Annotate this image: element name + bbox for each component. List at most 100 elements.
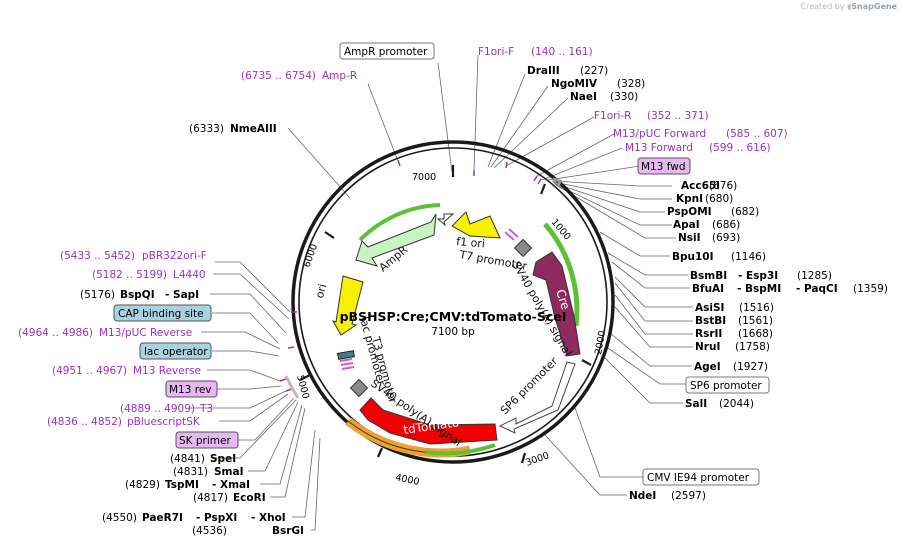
primer-m13puc-rev-range: (4964 .. 4986)	[18, 327, 93, 339]
enzyme-draiii: DraIII	[527, 65, 560, 77]
enzyme-sapi: - SapI	[165, 289, 199, 301]
primer-m13-rev-range: (4951 .. 4967)	[52, 365, 127, 377]
snapgene-credit: Created by ◖SnapGene	[801, 2, 897, 11]
primer-pbluescript-name: pBluescriptSK	[127, 416, 201, 428]
enzyme-nmeaiii: NmeAIII	[230, 123, 277, 135]
enzyme-xmai: - XmaI	[212, 479, 250, 491]
enzyme-draiii-pos: (227)	[580, 65, 608, 77]
enzyme-acc65i-pos: (676)	[709, 180, 737, 192]
enzyme-bsrgi: BsrGI	[272, 525, 304, 537]
box-m13-fwd: M13 fwd	[641, 161, 686, 173]
enzyme-spei: SpeI	[210, 453, 236, 465]
primer-m13puc-fwd-name: M13/pUC Forward	[613, 128, 706, 140]
enzyme-paqci: - PaqCI	[796, 283, 838, 295]
cre-gc-arc	[543, 222, 580, 327]
primer-m13-fwd-name: M13 Forward	[625, 142, 693, 154]
box-sp6-promoter: SP6 promoter	[690, 380, 762, 392]
enzyme-ngomiv-pos: (328)	[617, 78, 645, 90]
primer-f1ori-f-name: F1ori-F	[478, 46, 514, 58]
enzyme-paer7i: PaeR7I	[142, 512, 183, 524]
primer-t3-range: (4889 .. 4909)	[120, 403, 195, 415]
feature-cre-label: Cre	[553, 288, 573, 312]
enzyme-paer7i-pos: (4550)	[102, 512, 137, 524]
primer-m13-fwd-range: (599 .. 616)	[709, 142, 771, 154]
enzyme-asisi: AsiSI	[695, 302, 724, 314]
tick-7000: 7000	[412, 172, 436, 183]
primer-pbr322-range: (5433 .. 5452)	[60, 250, 135, 262]
plasmid-size: 7100 bp	[431, 326, 475, 338]
feature-ori-label: ori	[313, 282, 329, 299]
box-ampr-promoter: AmpR promoter	[344, 46, 428, 58]
enzyme-rsrii-pos: (1668)	[738, 328, 773, 340]
enzyme-agei: AgeI	[694, 361, 721, 373]
primer-amp-r-name: Amp-R	[322, 70, 357, 82]
enzyme-pspomi-pos: (682)	[731, 206, 759, 218]
enzyme-bstbi: BstBI	[695, 315, 726, 327]
sp6-gc-arc	[424, 443, 496, 456]
credit-brand: SnapGene	[851, 2, 897, 11]
ampr-arrow	[355, 213, 437, 267]
enzyme-acc65i: Acc65I	[681, 180, 720, 192]
enzyme-rsrii: RsrII	[695, 328, 722, 340]
enzyme-bsrgi-pos: (4536)	[192, 525, 227, 537]
enzyme-smai-pos: (4831)	[173, 466, 208, 478]
ori-arrow	[331, 275, 364, 336]
enzyme-sali-pos: (2044)	[719, 398, 754, 410]
box-sk-primer: SK primer	[179, 435, 231, 447]
enzyme-nsii: NsiI	[678, 232, 701, 244]
enzyme-nrui-pos: (1758)	[735, 341, 770, 353]
enzyme-nrui: NruI	[695, 341, 720, 353]
cre-arrow	[532, 251, 581, 357]
enzyme-pspxi: - PspXI	[196, 512, 237, 524]
enzyme-spei-pos: (4841)	[170, 453, 205, 465]
tick-4000: 4000	[394, 472, 420, 488]
tdtomato-arrow	[359, 397, 498, 445]
sv40-polyA-bottom-mark	[349, 378, 369, 398]
box-cmv-ie94: CMV IE94 promoter	[647, 472, 750, 484]
enzyme-bspqi-pos: (5176)	[80, 289, 115, 301]
primer-amp-r-range: (6735 .. 6754)	[241, 70, 316, 82]
sv40-polyA-top-mark	[513, 238, 533, 258]
feature-f1-ori-label: f1 ori	[456, 235, 486, 250]
enzyme-bfuai-pos: (1359)	[853, 283, 888, 295]
enzyme-apai: ApaI	[673, 219, 700, 231]
enzyme-xhoi: - XhoI	[251, 512, 286, 524]
box-lac-operator: lac operator	[144, 346, 208, 358]
lac-promoter-mark	[337, 350, 355, 360]
primer-pbluescript-range: (4836 .. 4852)	[47, 416, 122, 428]
leader-lines	[189, 54, 693, 531]
box-cap-binding-site: CAP binding site	[118, 308, 204, 320]
features	[279, 159, 581, 458]
primer-f1ori-r-range: (352 .. 371)	[647, 110, 709, 122]
ampr-gc-arc	[358, 203, 441, 242]
primer-m13-rev-name: M13 Reverse	[133, 365, 201, 377]
f1-ori-arrow	[451, 211, 501, 239]
box-m13-rev: M13 rev	[169, 384, 212, 396]
enzyme-bsmbi-pos: (1285)	[797, 270, 832, 282]
enzyme-bspqi: BspQI	[120, 289, 155, 301]
enzyme-ndei: NdeI	[629, 490, 656, 502]
enzyme-ndei-pos: (2597)	[671, 490, 706, 502]
cmv-promoter-arrow	[498, 361, 576, 434]
enzyme-bspmi: - BspMI	[737, 283, 781, 295]
boxed-labels: AmpR promoter M13 fwd SP6 promoter CMV I…	[113, 42, 770, 486]
enzyme-ecori-pos: (4817)	[193, 492, 228, 504]
enzyme-bpu10i-pos: (1146)	[731, 251, 766, 263]
enzyme-nsii-pos: (693)	[712, 232, 740, 244]
primer-marks-left	[339, 358, 355, 370]
primer-t3-name: T3	[199, 403, 213, 415]
enzyme-apai-pos: (686)	[712, 219, 740, 231]
primer-m13puc-rev-name: M13/pUC Reverse	[99, 327, 192, 339]
enzyme-kpni: KpnI	[676, 193, 703, 205]
enzyme-tspmi: TspMI	[165, 479, 199, 491]
enzyme-kpni-pos: (680)	[705, 193, 733, 205]
enzyme-agei-pos: (1927)	[733, 361, 768, 373]
plasmid-name: pBSHSP:Cre;CMV:tdTomato-SceI	[340, 309, 567, 324]
enzyme-naei-pos: (330)	[610, 91, 638, 103]
enzyme-ngomiv: NgoMIV	[551, 78, 598, 90]
credit-prefix: Created by	[800, 2, 845, 11]
enzyme-pspomi: PspOMI	[667, 206, 712, 218]
enzyme-bpu10i: Bpu10I	[672, 251, 714, 263]
tick-2000: 2000	[593, 330, 608, 356]
